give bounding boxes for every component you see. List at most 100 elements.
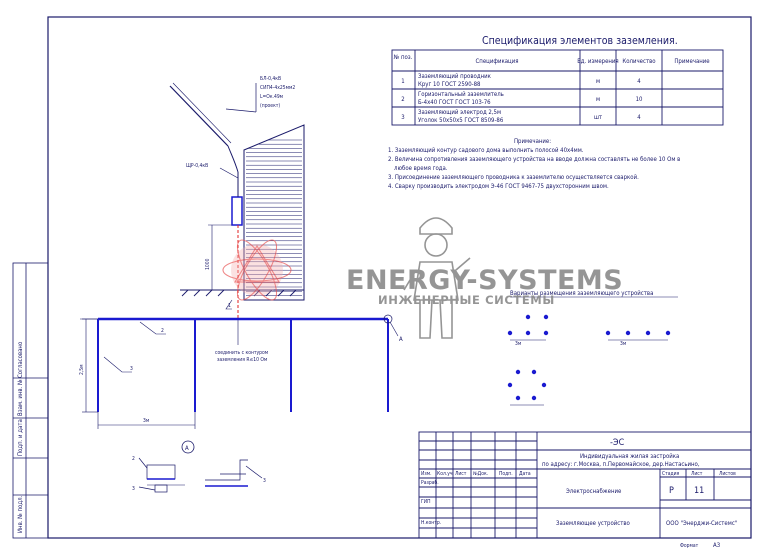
callout-leaders xyxy=(103,299,233,373)
switchboard xyxy=(219,167,243,226)
weld-note-2: заземления R≤10 Ом xyxy=(217,357,267,363)
col-doc: №Док. xyxy=(473,471,488,477)
variant1-electrode xyxy=(543,314,549,320)
stage-header: Стадия xyxy=(662,471,680,477)
worker-figure xyxy=(403,217,471,339)
spec-header-note: Примечание xyxy=(674,58,710,65)
detail-callout-2: 2 xyxy=(132,456,135,462)
format-label: Формат xyxy=(680,543,699,549)
depth-dimension xyxy=(82,318,98,413)
spec-header-pos: № поз. xyxy=(394,54,413,61)
sheet-value: 11 xyxy=(694,486,704,496)
switchboard-label: ЩР-0,4кВ xyxy=(186,163,208,169)
cable-label-3: L=Ок.49м xyxy=(260,94,283,100)
variant3-electrode xyxy=(531,395,537,401)
detail-callout-3a: 3 xyxy=(132,486,135,492)
spec-row2-l1: Горизонтальный заземлитель xyxy=(418,91,504,98)
col-kol: Кол.уч xyxy=(437,471,453,477)
spec-title: Спецификация элементов заземления. xyxy=(482,35,678,47)
atom-emblem xyxy=(222,239,292,301)
variant-dim-1: 3м xyxy=(515,341,521,347)
watermark-logo: ENERGY-SYSTEMS ИНЖЕНЕРНЫЕ СИСТЕМЫ xyxy=(222,217,623,339)
notes-title: Примечание: xyxy=(514,138,551,145)
variant2-electrode xyxy=(665,330,671,336)
overhead-line xyxy=(169,82,239,173)
col-izm: Изм. xyxy=(421,471,432,477)
role-gip: ГИП xyxy=(421,499,431,505)
variant1-electrode xyxy=(543,330,549,336)
stage-value: Р xyxy=(669,486,674,496)
node-a-marker xyxy=(383,314,393,324)
detail-a-circle xyxy=(181,440,195,454)
variants-group xyxy=(507,314,671,406)
note-2-cont: любое время года. xyxy=(394,165,448,172)
variant1-electrode xyxy=(525,314,531,320)
callout-1: 1 xyxy=(228,303,231,309)
title-drawing-name: Заземляющее устройство xyxy=(556,520,631,527)
title-section: Электроснабжение xyxy=(566,488,622,495)
title-code: -ЭС xyxy=(610,438,625,448)
spec-row2-l2: Б-4х40 ГОСТ ГОСТ 103-76 xyxy=(418,99,491,106)
col-list: Лист xyxy=(455,471,467,477)
cable-label-1: БЛ-0,4кВ xyxy=(260,76,281,82)
note-4: 4. Сварку производить электродом Э-46 ГО… xyxy=(388,183,609,190)
side-stamp xyxy=(12,262,49,539)
span-dimension xyxy=(97,412,196,429)
variant3-electrode xyxy=(507,382,513,388)
detail-a-label: А xyxy=(185,445,189,452)
node-a-label: А xyxy=(399,336,403,343)
weld-note-1: соединить с контуром xyxy=(215,350,268,356)
cable-leader xyxy=(225,83,257,113)
height-dim-label: 1000 xyxy=(205,258,211,270)
side-label-inv: Инв. № подл. xyxy=(17,495,24,533)
spec-row1-pos: 1 xyxy=(401,78,404,85)
detail-a-left xyxy=(138,457,185,493)
title-address-1: Индивидуальная жилая застройка xyxy=(580,453,679,460)
callout-2: 2 xyxy=(161,328,164,334)
spec-row2-pos: 2 xyxy=(401,96,404,103)
spec-row1-unit: м xyxy=(596,78,600,85)
variant1-electrode xyxy=(525,330,531,336)
spec-row3-qty: 4 xyxy=(637,114,641,121)
note-1: 1. Заземляющий контур садового дома выпо… xyxy=(388,147,584,154)
logo-name: ENERGY-SYSTEMS xyxy=(346,265,623,296)
side-label-sign-date: Подп. и дата xyxy=(17,419,24,456)
variant2-electrode xyxy=(625,330,631,336)
depth-dim-label: 2,5м xyxy=(79,364,85,375)
spec-row2-qty: 10 xyxy=(636,96,643,103)
col-date: Дата xyxy=(519,471,531,477)
variant-dim-2: 3м xyxy=(620,341,626,347)
spec-row1-l2: Круг 10 ГОСТ 2590-88 xyxy=(418,81,481,88)
span-dim-label: 3м xyxy=(143,418,149,424)
note-2: 2. Величина сопротивления заземляющего у… xyxy=(388,156,680,163)
logo-subtitle: ИНЖЕНЕРНЫЕ СИСТЕМЫ xyxy=(378,293,555,307)
sheet-header: Лист xyxy=(691,471,703,477)
detail-callout-3b: 3 xyxy=(263,478,266,484)
role-norm: Н.контр. xyxy=(421,520,441,526)
col-podp: Подп. xyxy=(499,471,513,477)
spec-header-unit: Ед. измерения xyxy=(577,58,618,65)
spec-table-grid xyxy=(391,49,724,126)
variant2-electrode xyxy=(605,330,611,336)
callout-3: 3 xyxy=(130,366,133,372)
variant3-electrode xyxy=(515,395,521,401)
spec-row3-unit: шт xyxy=(594,114,602,121)
title-block-grid xyxy=(418,431,752,539)
role-developer: Разраб. xyxy=(421,479,439,486)
cable-label-4: (проект) xyxy=(260,103,280,109)
spec-row3-pos: 3 xyxy=(401,114,404,121)
format-value: А3 xyxy=(713,542,720,549)
node-a-leader xyxy=(389,321,399,337)
vertical-electrodes xyxy=(97,319,389,412)
spec-header-qty: Количество xyxy=(622,58,656,65)
spec-row1-l1: Заземляющий проводник xyxy=(418,73,492,80)
cable-label-2: СИП4-4х25мм2 xyxy=(260,85,295,91)
spec-header-spec: Спецификация xyxy=(476,58,519,65)
variant3-electrode xyxy=(541,382,547,388)
spec-row2-unit: м xyxy=(596,96,600,103)
variant3-electrode xyxy=(515,369,521,375)
side-label-replace: Взам. инв. № xyxy=(17,379,24,416)
ground-surface xyxy=(180,289,304,297)
